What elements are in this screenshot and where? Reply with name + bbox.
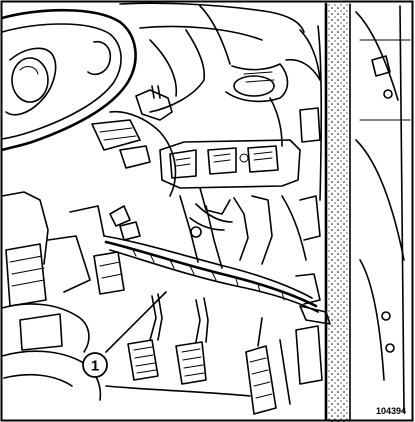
figure-reference-code: 104394: [376, 406, 406, 416]
pedal-bracket: [109, 195, 307, 269]
left-trim-panel: [1, 191, 125, 401]
door-pillar: [295, 2, 411, 422]
callout-leader-line: [105, 291, 167, 353]
accelerator-pedal: [245, 317, 277, 415]
clutch-pedal: [127, 293, 163, 381]
fuse-box: [159, 139, 301, 223]
brake-pedal: [175, 297, 209, 385]
callout-number: 1: [91, 358, 99, 375]
steering-column: [91, 85, 177, 197]
callout-1: 1: [82, 291, 167, 378]
callout-circle: [82, 352, 108, 378]
floor: [105, 339, 291, 405]
dashboard: [119, 2, 321, 147]
steering-wheel: [0, 8, 137, 152]
